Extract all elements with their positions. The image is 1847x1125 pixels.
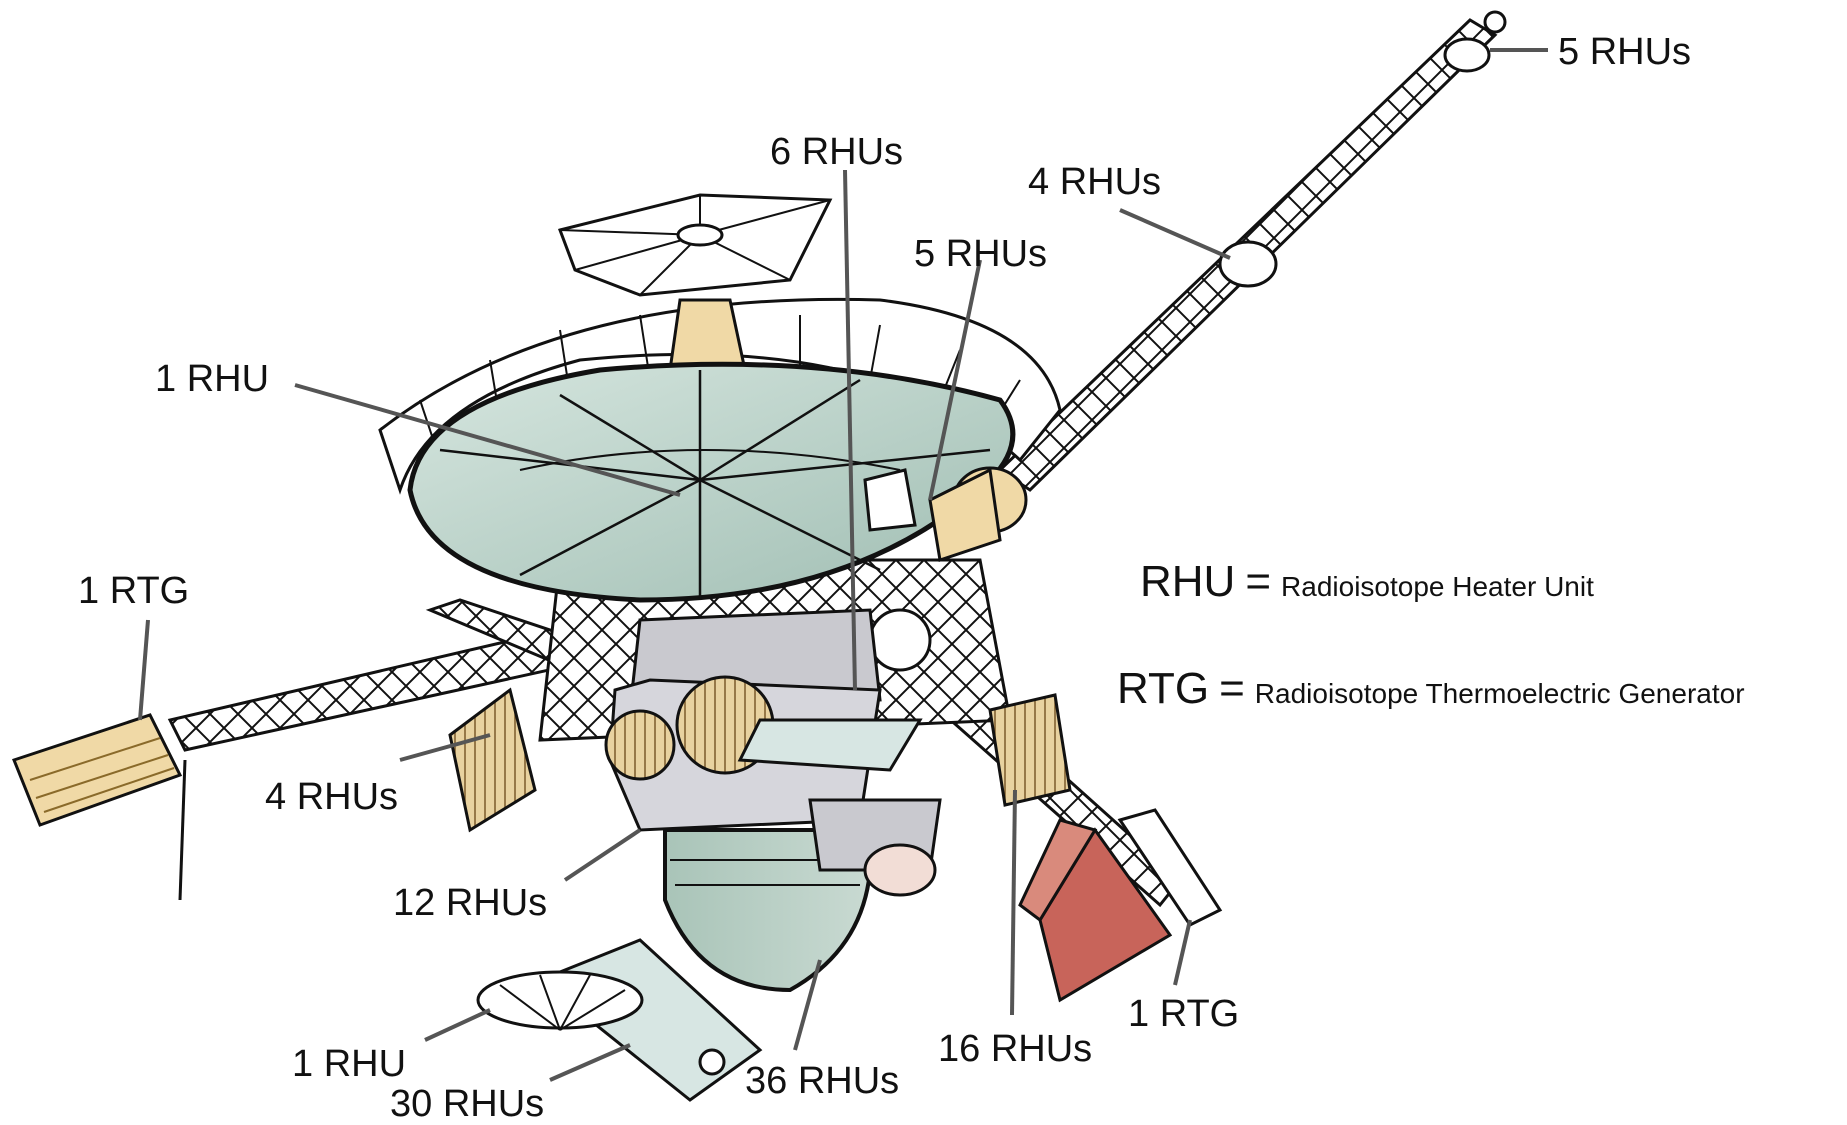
legend-rtg-equals: =	[1219, 664, 1245, 713]
leader-right-panel	[1012, 790, 1015, 1015]
leader-mag-mid	[1120, 210, 1230, 258]
label-small-dish-rhu: 1 RHU	[292, 1045, 406, 1083]
label-lower-bus-rhus: 12 RHUs	[393, 884, 547, 922]
label-left-rtg: 1 RTG	[78, 572, 189, 610]
magnetometer-boom	[1000, 12, 1505, 490]
legend-rhu-abbr: RHU	[1140, 557, 1235, 606]
legend-rhu: RHU= Radioisotope Heater Unit	[1140, 560, 1594, 604]
label-dish-rhu: 1 RHU	[155, 360, 269, 398]
right-heater-panel	[990, 695, 1070, 805]
legend-rhu-definition: Radioisotope Heater Unit	[1281, 571, 1594, 602]
label-bottom-arm-rhus: 30 RHUs	[390, 1085, 544, 1123]
legend-rhu-equals: =	[1245, 557, 1271, 606]
leader-small-dish	[425, 1010, 490, 1040]
leader-bottom-arm	[550, 1045, 630, 1080]
legend-rtg-definition: Radioisotope Thermoelectric Generator	[1255, 678, 1745, 709]
label-magnetometer-tip-rhus: 5 RHUs	[1558, 33, 1691, 71]
propulsion-cone	[665, 800, 940, 990]
label-bus-top-rhus: 6 RHUs	[770, 133, 903, 171]
legend-rtg-abbr: RTG	[1117, 664, 1209, 713]
leader-lower-bus	[565, 830, 640, 880]
label-right-panel-rhus: 16 RHUs	[938, 1030, 1092, 1068]
label-scan-platform-rhus: 5 RHUs	[914, 235, 1047, 273]
central-bus	[606, 610, 920, 830]
label-cone-rhus: 36 RHUs	[745, 1062, 899, 1100]
leader-rtg-left	[140, 620, 148, 720]
small-dish	[478, 972, 642, 1030]
left-heater-panel	[450, 690, 535, 830]
legend-rtg: RTG= Radioisotope Thermoelectric Generato…	[1117, 667, 1745, 711]
label-left-panel-rhus: 4 RHUs	[265, 778, 398, 816]
leader-rtg-right	[1175, 920, 1190, 985]
label-right-rtg: 1 RTG	[1128, 995, 1239, 1033]
label-magnetometer-mid-rhus: 4 RHUs	[1028, 163, 1161, 201]
left-rtg	[14, 715, 185, 900]
